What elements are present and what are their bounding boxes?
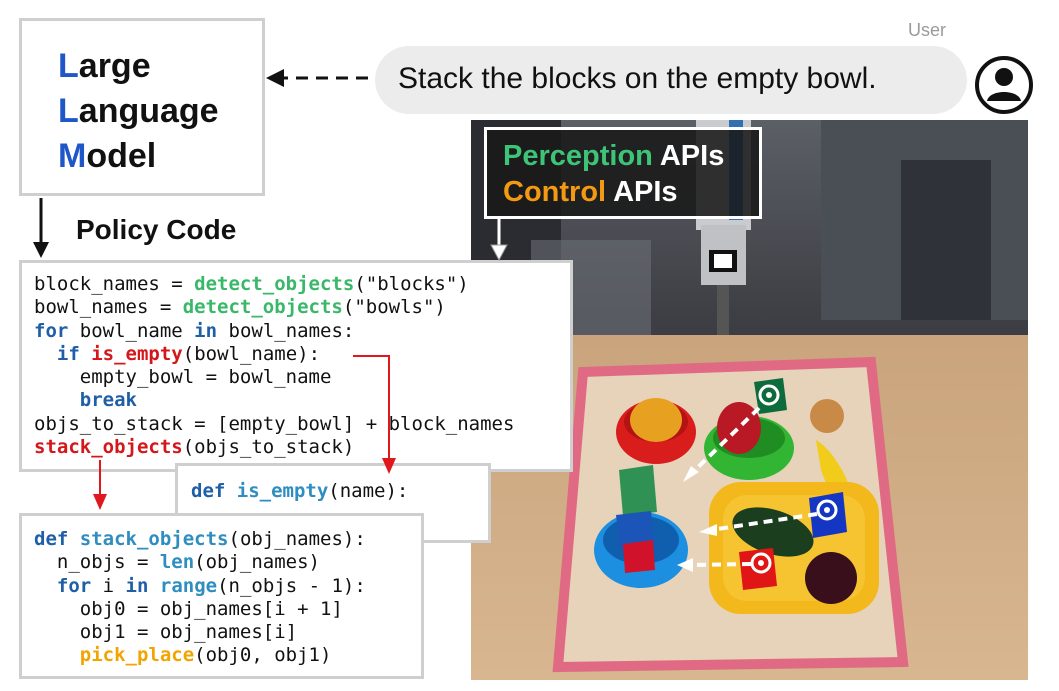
- llm-title-line-1: Large: [58, 47, 151, 85]
- user-to-llm-arrow: [266, 69, 368, 87]
- policy-code-label: Policy Code: [76, 214, 237, 245]
- user-label: User: [908, 20, 947, 40]
- detection-marker-icon: [750, 384, 838, 574]
- llm-title-line-2: Language: [58, 92, 219, 130]
- user-message-bubble: [375, 46, 967, 114]
- user-avatar-icon: [975, 56, 1033, 114]
- policy-code-text: block_names = detect_objects("blocks") b…: [34, 273, 515, 459]
- perception-apis-label: Perception APIs: [503, 140, 725, 172]
- llm-box: Large Language Model: [19, 18, 265, 196]
- stack-objects-code-box: def stack_objects(obj_names): n_objs = l…: [19, 513, 424, 679]
- api-label-box: Perception APIs Control APIs: [484, 127, 762, 219]
- stack-objects-code-text: def stack_objects(obj_names): n_objs = l…: [34, 528, 366, 667]
- llm-title-line-3: Model: [58, 137, 157, 175]
- llm-to-code-arrow: [33, 198, 49, 258]
- user-message-text: Stack the blocks on the empty bowl.: [398, 62, 877, 95]
- policy-code-box: block_names = detect_objects("blocks") b…: [19, 260, 573, 472]
- control-apis-label: Control APIs: [503, 176, 678, 208]
